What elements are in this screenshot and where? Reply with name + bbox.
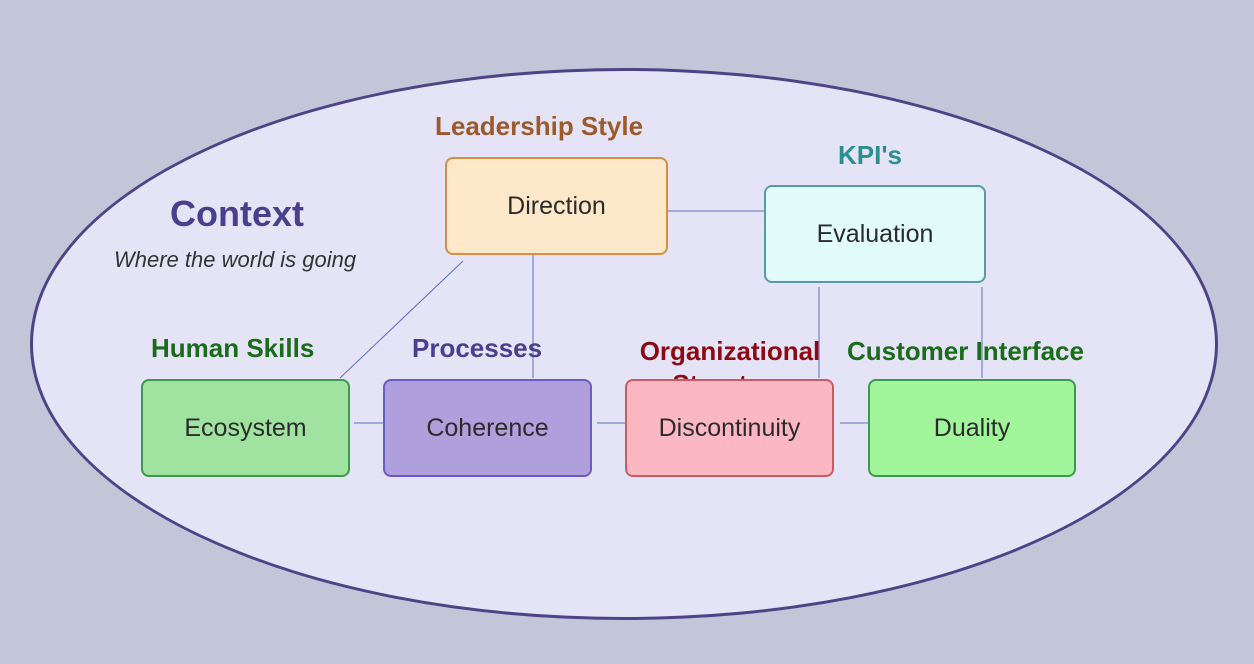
box-direction-label: Direction (507, 191, 606, 220)
box-ecosystem-label: Ecosystem (184, 413, 307, 442)
box-discontinuity-label: Discontinuity (658, 413, 801, 442)
context-title: Context (170, 193, 304, 234)
box-evaluation-label: Evaluation (816, 219, 934, 248)
box-coherence-label: Coherence (426, 413, 549, 442)
label-kpis: KPI's (838, 140, 902, 170)
box-evaluation: Evaluation (764, 185, 986, 283)
label-leadership-style: Leadership Style (435, 111, 644, 141)
label-human-skills: Human Skills (151, 333, 315, 363)
connector-direction-ecosystem (339, 260, 464, 379)
label-customer-interface: Customer Interface (847, 336, 1084, 366)
context-subtitle: Where the world is going (114, 247, 357, 272)
label-processes: Processes (412, 333, 543, 363)
box-ecosystem: Ecosystem (141, 379, 350, 477)
box-discontinuity: Discontinuity (625, 379, 834, 477)
box-coherence: Coherence (383, 379, 592, 477)
box-duality: Duality (868, 379, 1076, 477)
box-duality-label: Duality (933, 413, 1011, 442)
box-direction: Direction (445, 157, 668, 255)
